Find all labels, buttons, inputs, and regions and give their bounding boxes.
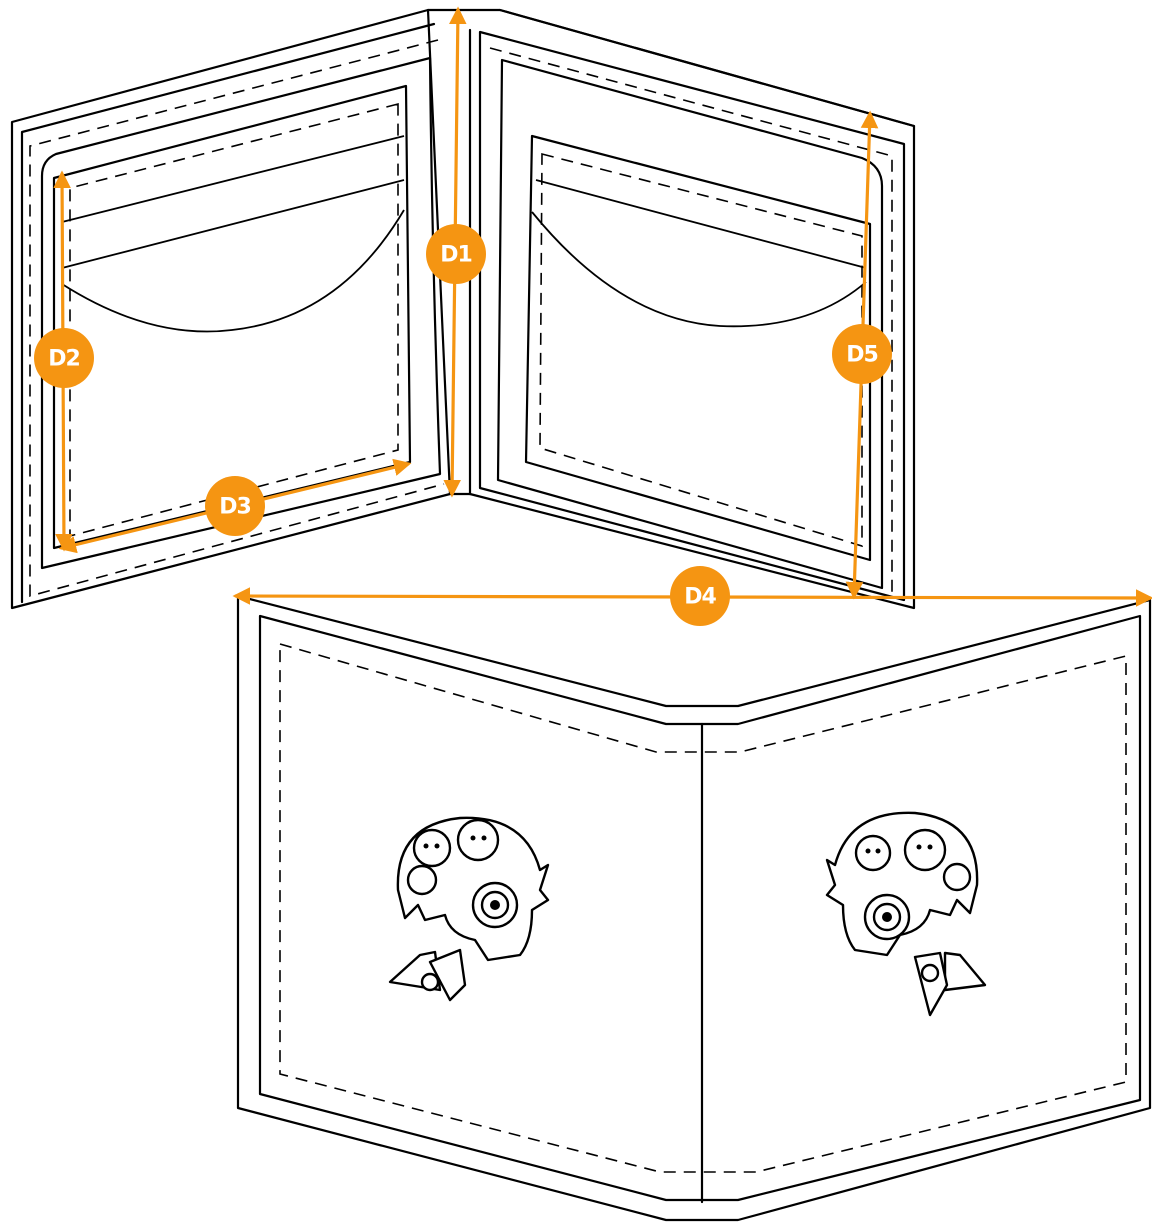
- left-pocket-curve: [61, 209, 405, 333]
- d4-label: D4: [684, 585, 716, 610]
- d5-badge: D5: [832, 324, 892, 384]
- left-panel-outer: [10, 8, 452, 610]
- left-pocket-stitch: [69, 102, 399, 538]
- d3-label: D3: [219, 495, 251, 520]
- left-panel-edge: [20, 22, 436, 604]
- d4-badge: D4: [670, 566, 730, 626]
- d5-label: D5: [846, 343, 878, 368]
- left-card-slot-2: [61, 179, 405, 269]
- left-character-illustration: [388, 816, 550, 1002]
- d2-label: D2: [48, 347, 80, 372]
- right-pocket-curve: [531, 211, 867, 328]
- left-panel-inner: [40, 56, 442, 570]
- left-card-slot-1: [61, 135, 405, 223]
- d1-badge: D1: [426, 224, 486, 284]
- right-panel-outer: [468, 8, 916, 610]
- d1-label: D1: [440, 243, 472, 268]
- d2-badge: D2: [34, 328, 94, 388]
- d3-badge: D3: [205, 476, 265, 536]
- right-pocket-stitch: [539, 152, 863, 548]
- exterior-outer: [236, 594, 1152, 1222]
- exterior-inner: [258, 614, 1142, 1202]
- right-character-illustration: [825, 811, 987, 1017]
- right-panel-stitch: [489, 47, 893, 592]
- open-wallet-interior: [10, 8, 916, 610]
- right-panel-edge: [478, 30, 906, 602]
- closed-wallet-exterior: [236, 594, 1152, 1222]
- right-card-slot: [535, 179, 867, 269]
